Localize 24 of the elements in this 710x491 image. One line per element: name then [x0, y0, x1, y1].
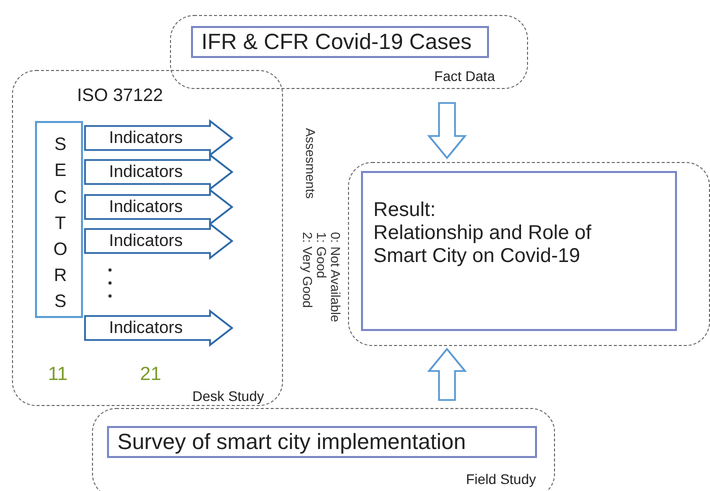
group-caption: Desk Study — [192, 388, 264, 404]
sectors-box — [35, 121, 84, 318]
text-box — [361, 171, 678, 332]
dashed-group-frame — [348, 162, 710, 346]
text-box — [191, 26, 490, 58]
dashed-group-frame — [170, 15, 528, 89]
scale-note: 1: Good — [313, 232, 328, 278]
scale-note: 2: Very Good — [299, 232, 314, 308]
axis-note: Assesments — [302, 128, 317, 199]
box-text: IFR & CFR Covid-19 Cases — [201, 29, 472, 55]
dashed-group-frame — [12, 70, 283, 406]
scale-note: 0: Not Available — [327, 232, 342, 322]
group-caption: Fact Data — [434, 68, 495, 84]
count-label: 21 — [140, 364, 162, 386]
dashed-group-frame — [92, 408, 555, 491]
vertical-label: SECTORS — [52, 133, 68, 313]
group-caption: Field Study — [466, 470, 536, 487]
box-text: Result: Relationship and Role of Smart City on Covid-19 — [373, 199, 592, 268]
standard-heading: ISO 37122 — [77, 85, 164, 106]
box-text: Survey of smart city implementation — [117, 429, 466, 455]
count-label: 11 — [48, 364, 68, 386]
block-arrow — [427, 348, 467, 401]
text-box — [107, 426, 538, 458]
block-arrow — [427, 102, 467, 160]
